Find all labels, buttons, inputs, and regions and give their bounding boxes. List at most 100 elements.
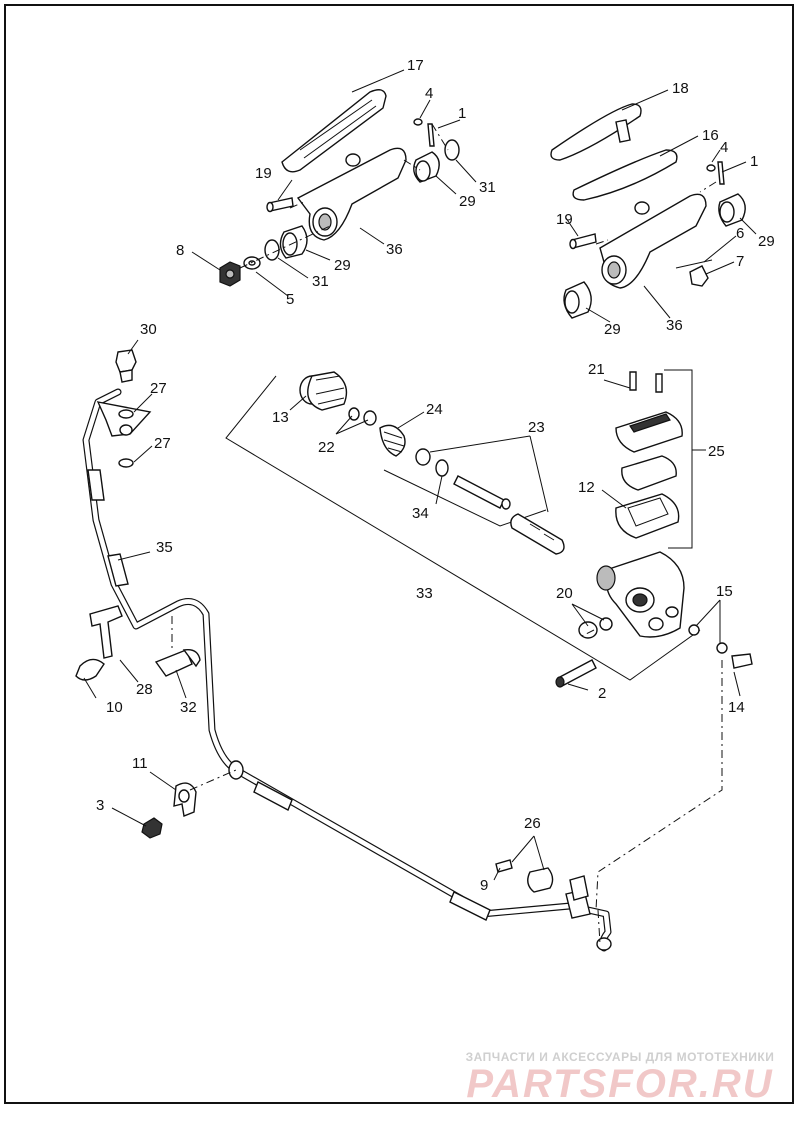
clip-10	[75, 658, 105, 681]
callout-29a: 29	[459, 193, 476, 210]
callout-17: 17	[407, 57, 424, 74]
callout-4b: 4	[720, 139, 728, 156]
bracket-28	[89, 605, 123, 659]
washer-15b	[716, 642, 728, 654]
leader-lines	[83, 69, 757, 881]
callout-1a: 1	[458, 105, 466, 122]
right-footboard-assembly	[550, 103, 746, 319]
clip-4b	[706, 164, 716, 172]
callout-1b: 1	[750, 153, 758, 170]
bracket-line-34	[383, 469, 547, 527]
banjo-bolt-14	[731, 653, 753, 669]
callout-28: 28	[136, 681, 153, 698]
callout-16: 16	[702, 127, 719, 144]
callout-31a: 31	[479, 179, 496, 196]
callout-10: 10	[106, 699, 123, 716]
callout-12: 12	[578, 479, 595, 496]
pin-1a	[427, 123, 435, 147]
bolt-30	[115, 349, 137, 373]
sleeve-35a	[87, 469, 105, 501]
diagram-frame	[4, 4, 794, 1104]
callout-15: 15	[716, 583, 733, 600]
site-watermark: ЗАПЧАСТИ И АКСЕССУАРЫ ДЛЯ МОТОТЕХНИКИ PA…	[460, 1050, 780, 1107]
oring-20b	[599, 617, 613, 631]
callout-4a: 4	[425, 85, 433, 102]
fitting-26b	[569, 875, 589, 901]
callout-6: 6	[736, 225, 744, 242]
callout-29b: 29	[334, 257, 351, 274]
callout-36a: 36	[386, 241, 403, 258]
callout-11: 11	[132, 755, 148, 772]
clamps-and-fasteners	[75, 605, 589, 901]
sleeve-35b	[107, 553, 129, 587]
callout-8: 8	[176, 242, 184, 259]
callout-35: 35	[156, 539, 173, 556]
callout-20: 20	[556, 585, 573, 602]
washer-27a	[118, 409, 134, 419]
callout-22: 22	[318, 439, 335, 456]
ring-31b	[264, 239, 280, 261]
callout-27a: 27	[150, 380, 167, 397]
washer-34	[435, 459, 449, 477]
callout-25: 25	[708, 443, 725, 460]
callout-14: 14	[728, 699, 745, 716]
callout-23: 23	[528, 419, 545, 436]
callout-7: 7	[736, 253, 744, 270]
callout-27b: 27	[154, 435, 171, 452]
callout-21: 21	[588, 361, 605, 378]
snap-ring-23	[415, 448, 431, 466]
left-footboard-assembly	[219, 89, 460, 287]
watermark-tagline: ЗАПЧАСТИ И АКСЕССУАРЫ ДЛЯ МОТОТЕХНИКИ	[465, 1050, 775, 1064]
callout-29c: 29	[758, 233, 775, 250]
guide-lines	[171, 123, 723, 945]
callout-18: 18	[672, 80, 689, 97]
master-cylinder-body	[555, 369, 753, 688]
cap-20a	[578, 621, 598, 639]
retainer-22b	[363, 410, 377, 426]
master-cylinder-internals	[225, 371, 701, 681]
callout-34: 34	[412, 505, 429, 522]
piston	[510, 513, 565, 555]
clamp-32	[154, 649, 193, 677]
callout-33: 33	[416, 585, 433, 602]
screw-3	[141, 817, 163, 839]
callout-32: 32	[180, 699, 197, 716]
callout-labels: 17 4 1 19 31 29 36 29 31 5 8 18 16 4 1 1…	[96, 57, 775, 894]
footboard-pad-17	[281, 89, 387, 173]
diaphragm-plate	[621, 455, 677, 491]
banjo-fitting	[96, 401, 152, 437]
sleeve-lower	[449, 891, 491, 921]
callout-31b: 31	[312, 273, 329, 290]
callout-2: 2	[598, 685, 606, 702]
callout-24: 24	[426, 401, 443, 418]
pin-1b	[717, 161, 725, 185]
callout-26: 26	[524, 815, 541, 832]
clip-4a	[413, 118, 423, 126]
screw-21a	[629, 371, 637, 391]
gasket-12	[615, 493, 680, 539]
sleeve-mid	[253, 781, 293, 811]
callout-13: 13	[272, 409, 289, 426]
cover-25	[615, 411, 683, 453]
pushrod	[453, 475, 505, 509]
cap-7	[689, 265, 709, 287]
fitting-26a	[527, 867, 554, 893]
footboard-pad-18	[550, 103, 642, 161]
callout-3: 3	[96, 797, 104, 814]
callout-9: 9	[480, 877, 488, 894]
bracket-line-33	[225, 375, 701, 681]
callout-5: 5	[286, 291, 294, 308]
screw-21b	[655, 373, 663, 393]
ring-31a	[444, 139, 460, 161]
washer-27b	[118, 458, 134, 468]
callout-19b: 19	[556, 211, 573, 228]
callout-30: 30	[140, 321, 157, 338]
spring-6	[675, 259, 713, 269]
callout-36b: 36	[666, 317, 683, 334]
washer-15a	[688, 624, 700, 636]
watermark-logo: PARTSFOR.RU	[466, 1062, 774, 1106]
callout-19a: 19	[255, 165, 272, 182]
footboard-16	[572, 149, 678, 201]
callout-29d: 29	[604, 321, 621, 338]
